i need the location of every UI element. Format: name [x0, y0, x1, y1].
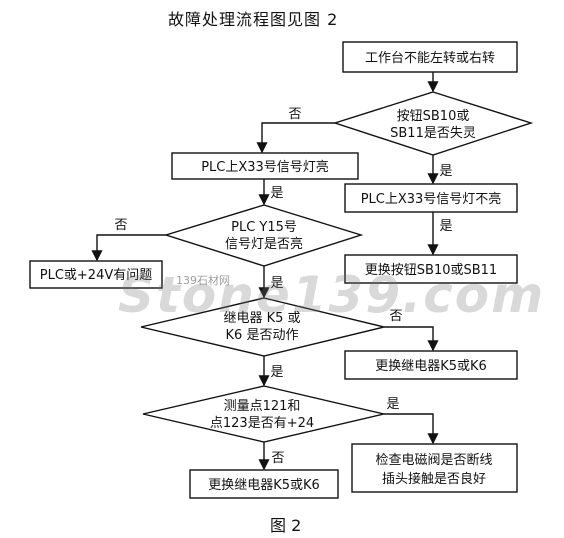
- start-box: [342, 41, 518, 73]
- decision-2-diamond: [163, 204, 364, 267]
- connector-d1-no: [256, 122, 335, 154]
- connector-d4-yes: [384, 413, 439, 445]
- label-yes-d4: 是: [386, 397, 399, 412]
- connector-d2-no: [91, 234, 166, 262]
- replace-relay-bottom-label: 更换继电器K5或K6: [208, 478, 320, 493]
- decision-2-line-1: PLC Y15号: [231, 220, 297, 235]
- replace-relay-right-label: 更换继电器K5或K6: [375, 359, 487, 374]
- plc-problem-box: [29, 260, 163, 289]
- decision-4-line-2: 点123是否有+24: [210, 416, 314, 431]
- decision-2-line-2: 信号灯是否亮: [225, 236, 303, 252]
- label-yes-plcunlit: 是: [439, 219, 452, 234]
- decision-3-line-2: K6 是否动作: [226, 328, 299, 343]
- label-yes-d3: 是: [270, 365, 283, 380]
- decision-3-line-1: 继电器 K5 或: [223, 311, 300, 326]
- plc-unlit-box: [344, 183, 518, 213]
- label-yes-d1: 是: [439, 164, 452, 179]
- decision-1-line-2: SB11是否失灵: [390, 126, 476, 141]
- check-valve-line-2: 插头接触是否良好: [382, 471, 486, 487]
- decision-1-line-1: 按钮SB10或: [397, 109, 470, 124]
- plc-lit-box: [171, 152, 359, 180]
- plc-lit-label: PLC上X33号信号灯亮: [201, 159, 329, 175]
- label-no-d2: 否: [114, 218, 127, 233]
- plc-unlit-label: PLC上X33号信号灯不亮: [361, 191, 502, 207]
- watermark-sub: 139石材网: [176, 274, 230, 287]
- label-yes-d2: 是: [270, 276, 283, 291]
- decision-4-diamond: [142, 385, 385, 443]
- label-no-d4: 否: [271, 451, 284, 466]
- replace-relay-bottom-box: [189, 469, 339, 499]
- check-valve-box: [351, 443, 518, 493]
- connector-d3-no: [384, 326, 439, 352]
- check-valve-line-1: 检查电磁阀是否断线: [375, 453, 492, 468]
- label-yes-plclit: 是: [270, 186, 283, 201]
- plc-problem-label: PLC或+24V有问题: [40, 268, 153, 283]
- label-no-d1: 否: [288, 107, 301, 122]
- replace-button-box: [344, 254, 518, 284]
- replace-relay-right-box: [344, 350, 518, 380]
- watermark-logo: Stone139.com: [118, 266, 546, 324]
- page-heading: 故障处理流程图见图 2: [168, 10, 339, 29]
- start-label: 工作台不能左转或右转: [365, 51, 495, 66]
- decision-4-line-1: 测量点121和: [224, 399, 301, 414]
- figure-caption: 图 2: [270, 516, 302, 535]
- label-no-d3: 否: [389, 309, 402, 324]
- replace-button-label: 更换按钮SB10或SB11: [365, 263, 497, 278]
